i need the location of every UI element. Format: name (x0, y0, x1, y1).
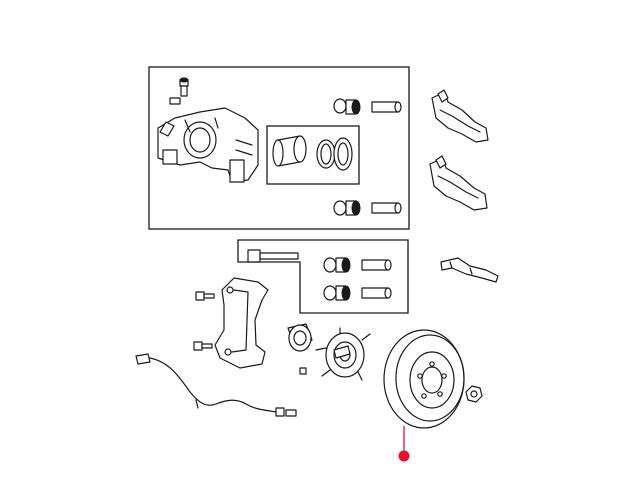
bleeder-screw[interactable] (169, 77, 189, 105)
adapter-bolt-lower[interactable] (193, 341, 213, 351)
caliper-group-box (148, 66, 410, 230)
caliper-mount-bolt[interactable] (247, 249, 299, 263)
wheel-bearing[interactable] (287, 323, 313, 352)
guide-pin-kit-upper[interactable] (333, 98, 402, 115)
callout-marker[interactable] (398, 450, 410, 462)
hub-stud[interactable] (299, 367, 307, 375)
guide-pin-kit-lower[interactable] (333, 200, 402, 216)
piston-boot[interactable] (333, 137, 353, 171)
wheel-speed-sensor[interactable] (135, 353, 297, 417)
caliper-adapter-bracket[interactable] (214, 277, 269, 369)
caliper-piston[interactable] (272, 135, 307, 167)
pad-anti-rattle-clip[interactable] (440, 257, 499, 283)
rotor-callout[interactable] (398, 426, 410, 462)
disc-brake-pad-upper[interactable] (431, 89, 489, 143)
mount-pin-group-box (237, 239, 409, 314)
brake-rotor[interactable] (383, 329, 465, 429)
piston-kit-box (266, 125, 360, 185)
piston-seal[interactable] (316, 139, 336, 169)
disc-brake-pad-lower[interactable] (429, 155, 488, 211)
guide-pin-kit-mount-upper[interactable] (323, 257, 392, 273)
guide-pin-kit-mount-lower[interactable] (323, 285, 392, 301)
adapter-bolt-upper[interactable] (195, 291, 215, 301)
lug-nut[interactable] (465, 385, 483, 403)
caliper-body[interactable] (157, 107, 259, 183)
hub-assembly[interactable] (315, 327, 371, 381)
